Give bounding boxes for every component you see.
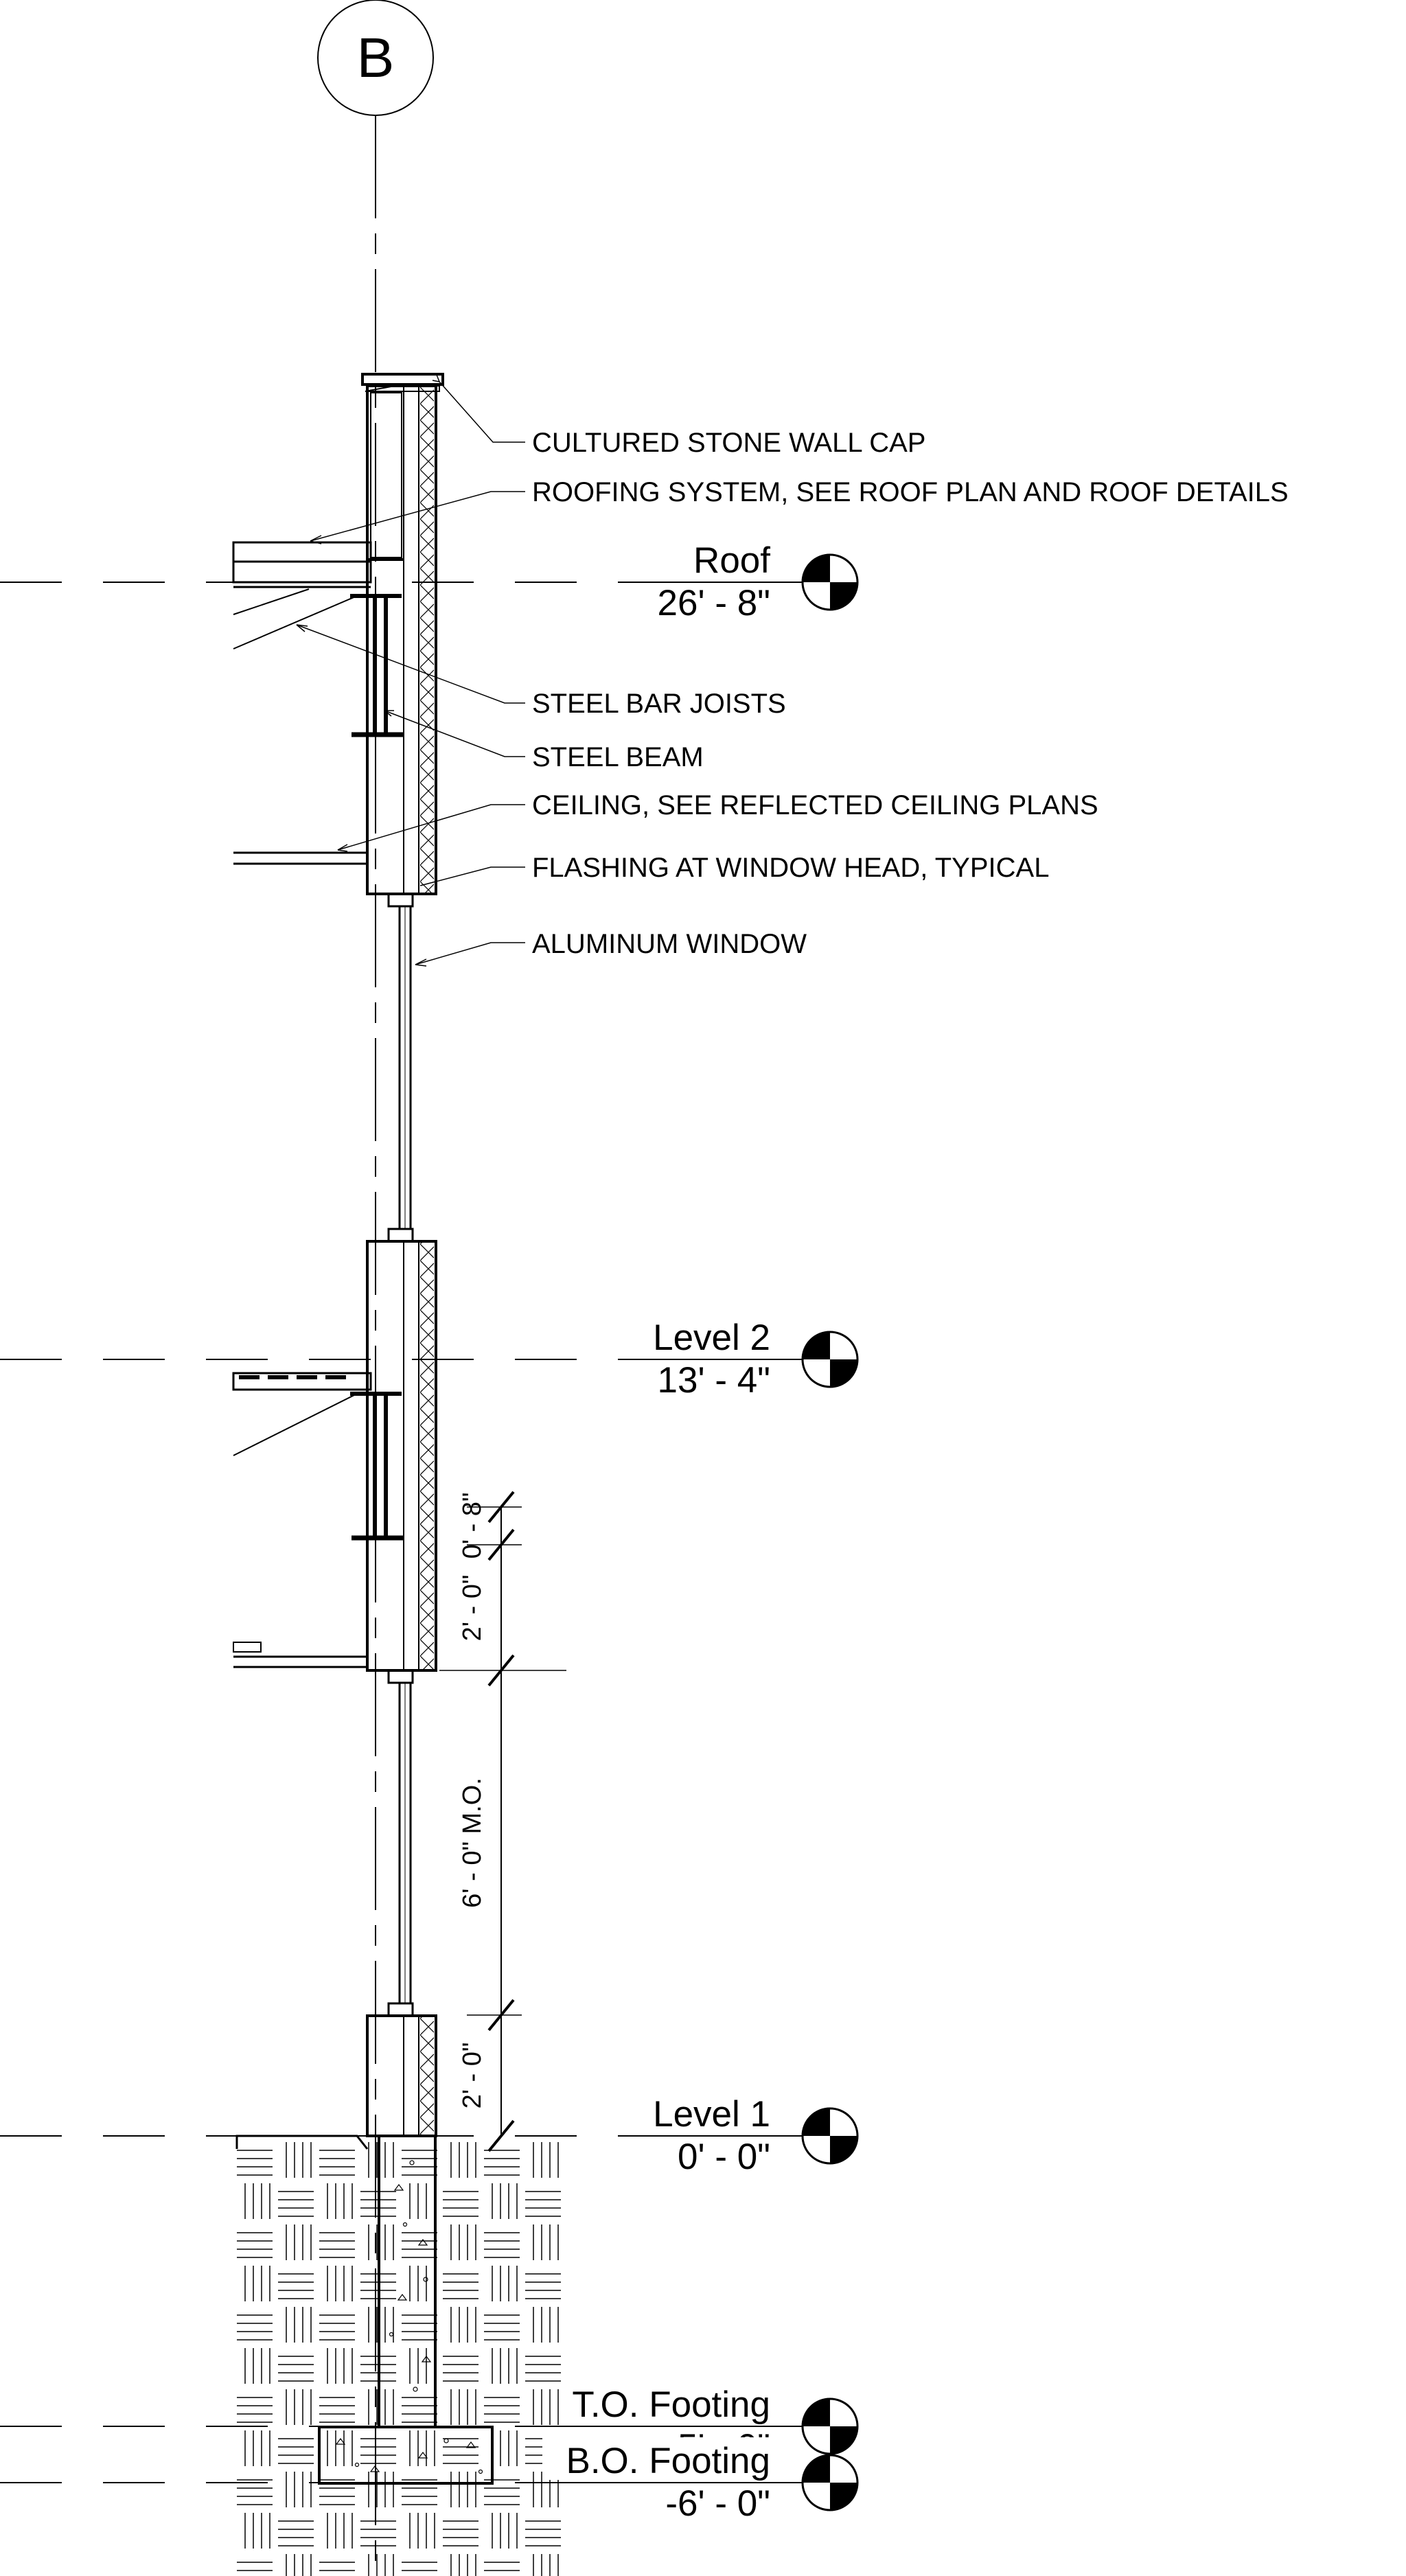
callout-labels: CULTURED STONE WALL CAP ROOFING SYSTEM, … <box>532 428 1289 959</box>
dimension-text: 2' - 0" <box>458 1575 487 1642</box>
level-elevation: -6' - 0" <box>665 2483 770 2524</box>
level-target-icon <box>801 2454 859 2511</box>
level-head-roof: Roof 26' - 8" <box>642 540 803 623</box>
callout-joists: STEEL BAR JOISTS <box>532 689 786 719</box>
callout-roofing: ROOFING SYSTEM, SEE ROOF PLAN AND ROOF D… <box>532 477 1289 507</box>
level-head-bo-footing: B.O. Footing -6' - 0" <box>542 2437 803 2524</box>
dimension-text: 2' - 0" <box>458 2043 487 2109</box>
level-name: T.O. Footing <box>572 2384 770 2425</box>
level-head-level-2: Level 2 13' - 4" <box>642 1318 803 1401</box>
dimension-text: 6' - 0" M.O. <box>458 1778 487 1908</box>
level1-wall <box>235 2014 437 2150</box>
level-target-icon <box>801 553 859 611</box>
level-head-level-1: Level 1 0' - 0" <box>642 2094 803 2177</box>
callout-flashing: FLASHING AT WINDOW HEAD, TYPICAL <box>532 853 1049 883</box>
level2-wall <box>232 1240 437 1684</box>
callout-wall-cap: CULTURED STONE WALL CAP <box>532 428 925 458</box>
lower-window <box>387 1683 414 2017</box>
level-name: Level 2 <box>653 1318 770 1358</box>
level-elevation: 0' - 0" <box>678 2137 770 2177</box>
level-elevation: 26' - 8" <box>658 583 770 623</box>
callout-beam: STEEL BEAM <box>532 742 704 772</box>
upper-wall <box>232 373 444 908</box>
callout-ceiling: CEILING, SEE REFLECTED CEILING PLANS <box>532 790 1098 820</box>
level-name: B.O. Footing <box>566 2441 770 2481</box>
callout-window: ALUMINUM WINDOW <box>532 929 807 959</box>
level-target-icon <box>801 2397 859 2455</box>
level-target-icon <box>801 2107 859 2165</box>
soil-hatch <box>237 2142 561 2576</box>
level-target-icon <box>801 1331 859 1388</box>
grid-bubble: B <box>317 0 434 116</box>
grid-label: B <box>357 27 395 89</box>
level-target-symbols <box>801 553 859 2511</box>
level-elevation: 13' - 4" <box>658 1360 770 1401</box>
leader-lines <box>296 374 525 967</box>
level-name: Roof <box>693 540 770 581</box>
level-name: Level 1 <box>653 2094 770 2135</box>
foundation <box>318 2135 494 2485</box>
dimension-text: 0' - 8" <box>458 1493 487 1559</box>
upper-window <box>387 906 414 1243</box>
dimension-string: 0' - 8" 2' - 0" 6' - 0" M.O. 2' - 0" <box>439 1491 566 2152</box>
